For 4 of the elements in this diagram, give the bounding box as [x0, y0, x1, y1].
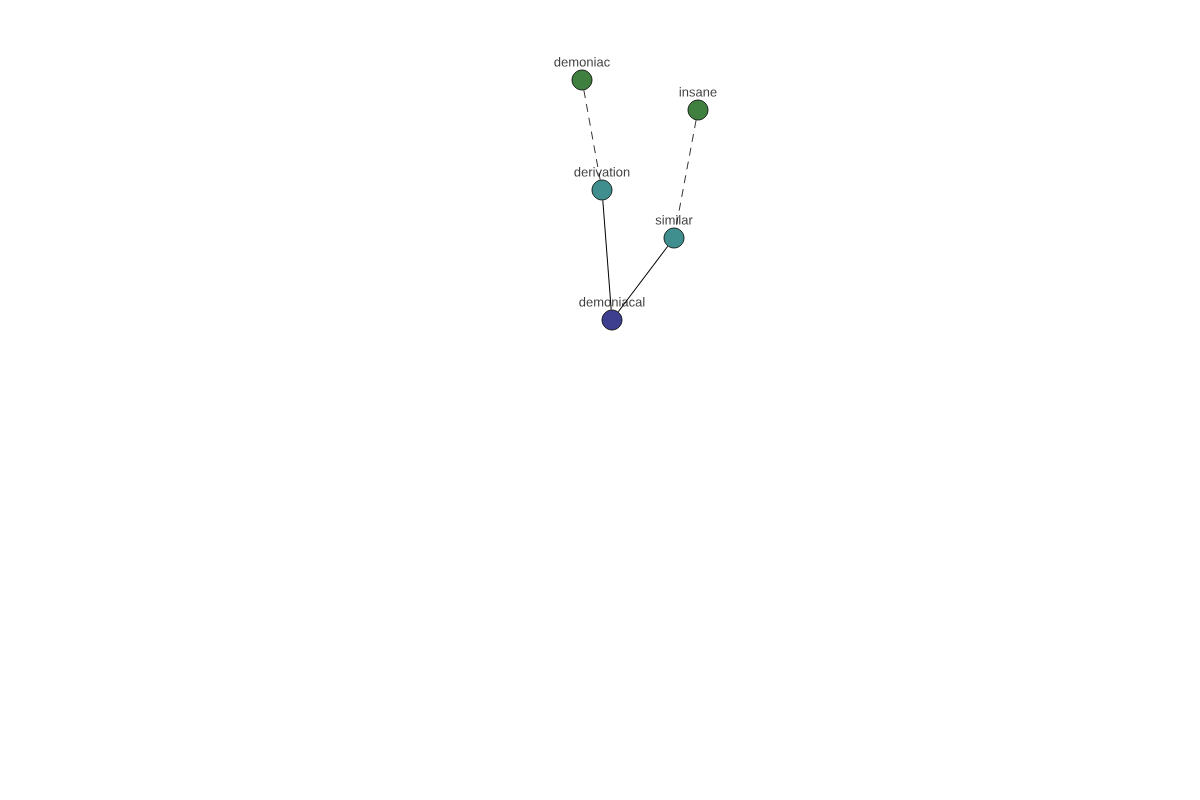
connector	[602, 199, 612, 311]
connector	[583, 89, 601, 181]
connector	[675, 119, 697, 229]
connector	[617, 245, 669, 313]
